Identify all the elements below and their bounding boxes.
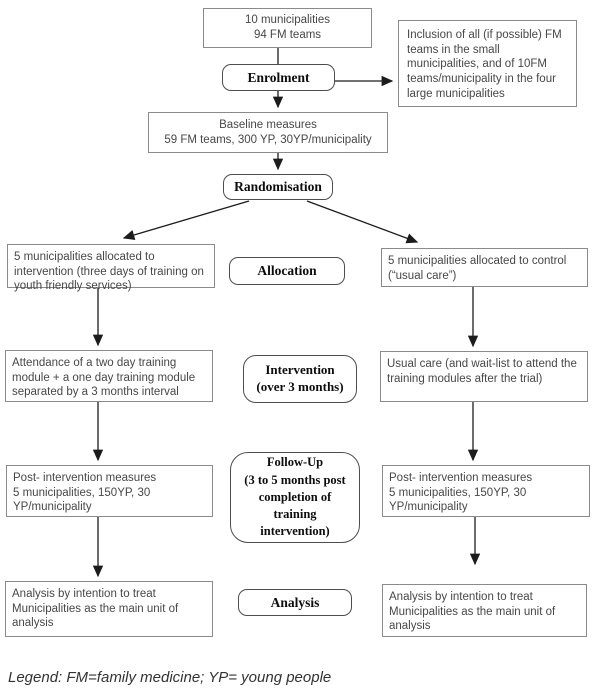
analysis-left-line2: Municipalities as the main unit of analy… xyxy=(12,602,179,630)
post-left-line2: 5 municipalities, 150YP, 30 YP/municipal… xyxy=(13,486,151,514)
stage-allocation: Allocation xyxy=(229,257,345,285)
stage-follow-up: Follow-Up (3 to 5 months post completion… xyxy=(230,452,360,543)
analysis-right-line2: Municipalities as the main unit of analy… xyxy=(389,605,556,633)
legend-text: Legend: FM=family medicine; YP= young pe… xyxy=(8,669,332,686)
node-analysis-right: Analysis by intention to treat Municipal… xyxy=(382,584,587,637)
node-intervention-training: Attendance of a two day training module … xyxy=(5,350,213,402)
node-allocation-control: 5 municipalities allocated to control (“… xyxy=(381,248,588,287)
followup-stage-line5: intervention) xyxy=(260,524,330,539)
node-post-intervention-right: Post- intervention measures 5 municipali… xyxy=(382,465,590,517)
node-baseline-measures: Baseline measures 59 FM teams, 300 YP, 3… xyxy=(148,112,388,153)
population-line1: 10 municipalities xyxy=(244,14,330,27)
post-left-line1: Post- intervention measures xyxy=(13,472,157,484)
arrow-randomisation-to-intervention-arm xyxy=(122,200,250,241)
stage-enrolment: Enrolment xyxy=(222,64,335,91)
node-inclusion-note: Inclusion of all (if possible) FM teams … xyxy=(398,20,577,107)
node-post-intervention-left: Post- intervention measures 5 municipali… xyxy=(6,465,213,517)
stage-analysis: Analysis xyxy=(238,589,352,616)
arrow-randomisation-to-control-arm xyxy=(306,200,419,244)
node-intervention-usual-care: Usual care (and wait-list to attend the … xyxy=(380,351,588,402)
node-allocation-intervention: 5 municipalities allocated to interventi… xyxy=(7,244,215,292)
analysis-right-line1: Analysis by intention to treat xyxy=(389,591,533,603)
followup-stage-line4: training xyxy=(273,507,317,522)
population-line2: 94 FM teams xyxy=(253,29,322,41)
post-right-line1: Post- intervention measures xyxy=(389,472,533,484)
stage-randomisation: Randomisation xyxy=(223,174,333,200)
stage-intervention: Intervention (over 3 months) xyxy=(243,355,357,403)
baseline-line2: 59 FM teams, 300 YP, 30YP/municipality xyxy=(164,133,372,146)
analysis-left-line1: Analysis by intention to treat xyxy=(12,588,156,600)
followup-stage-line1: Follow-Up xyxy=(266,455,324,470)
post-right-line2: 5 municipalities, 150YP, 30 YP/municipal… xyxy=(389,486,527,514)
node-analysis-left: Analysis by intention to treat Municipal… xyxy=(5,581,213,637)
followup-stage-line3: completion of xyxy=(258,489,332,504)
followup-stage-line2: (3 to 5 months post xyxy=(244,472,346,487)
intervention-stage-line1: Intervention xyxy=(265,362,335,378)
node-population: 10 municipalities 94 FM teams xyxy=(203,8,372,48)
baseline-line1: Baseline measures xyxy=(219,118,317,131)
intervention-stage-line2: (over 3 months) xyxy=(256,379,344,394)
